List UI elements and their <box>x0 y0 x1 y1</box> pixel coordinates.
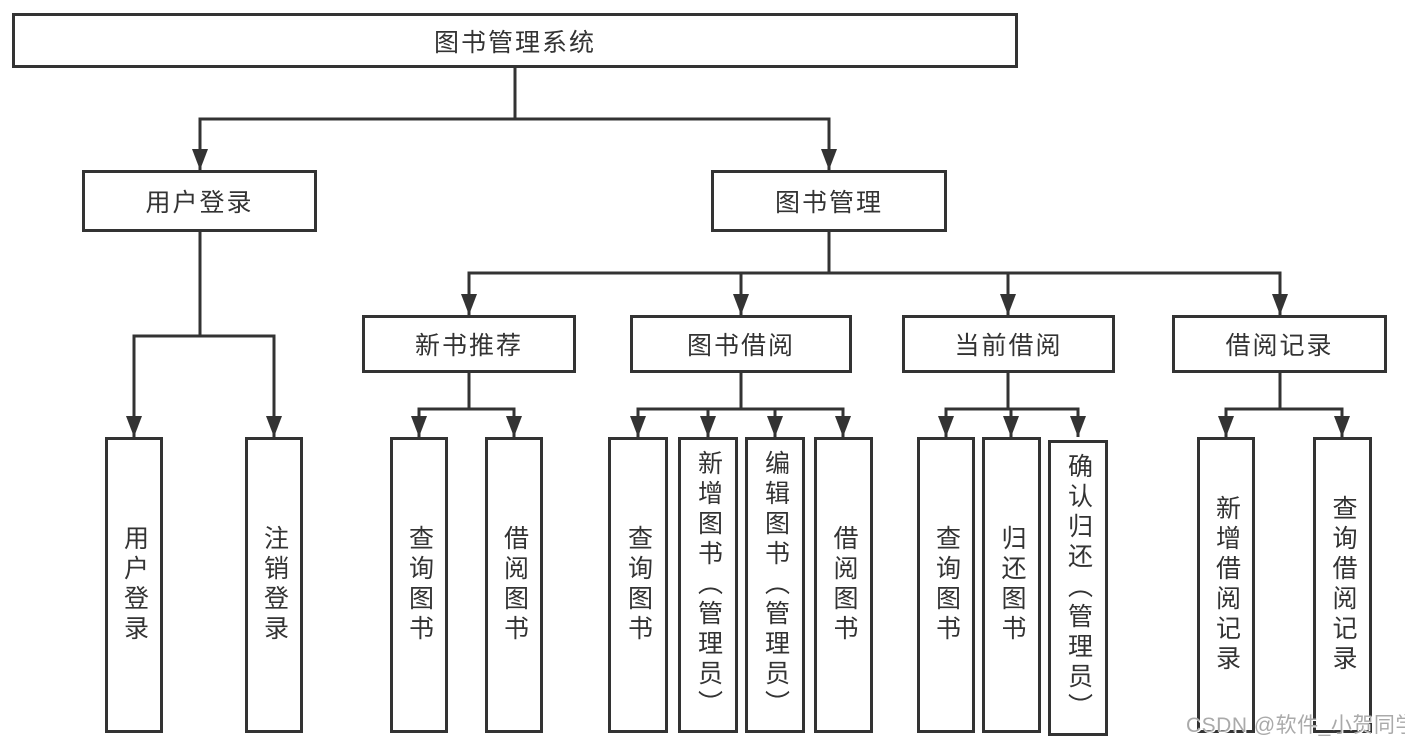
node-label: 查询借阅记录 <box>1329 495 1357 675</box>
node-label: 图书借阅 <box>686 332 795 360</box>
node-label: 图书管理系统 <box>433 28 596 57</box>
arrow-down-icon <box>700 416 716 437</box>
node-label: 图书管理 <box>774 189 883 217</box>
arrow-down-icon <box>733 294 749 315</box>
node-user-login-leaf: 用户登录 <box>105 437 163 733</box>
arrow-down-icon <box>126 416 142 437</box>
node-label: 查询图书 <box>624 525 653 645</box>
arrow-down-icon <box>411 416 427 437</box>
node-confirm-return-admin: 确认归还（管理员） <box>1048 440 1108 736</box>
node-label: 新书推荐 <box>414 332 523 360</box>
node-add-book-admin: 新增图书（管理员） <box>678 437 738 733</box>
arrow-down-icon <box>1070 416 1086 437</box>
node-query-books-recommend: 查询图书 <box>390 437 448 733</box>
node-label: 新增借阅记录 <box>1212 495 1241 675</box>
node-label: 查询图书 <box>932 525 961 645</box>
node-query-books-current: 查询图书 <box>917 437 975 733</box>
node-new-book-recommend: 新书推荐 <box>362 315 576 373</box>
node-label: 新增图书（管理员） <box>694 450 723 720</box>
arrow-down-icon <box>1218 416 1234 437</box>
node-library-system: 图书管理系统 <box>12 13 1018 68</box>
arrow-down-icon <box>1272 294 1288 315</box>
arrow-down-icon <box>266 416 282 437</box>
node-add-borrow-record: 新增借阅记录 <box>1197 437 1255 733</box>
node-label: 编辑图书（管理员） <box>761 450 790 720</box>
node-user-login: 用户登录 <box>82 170 317 232</box>
node-query-books-borrowing: 查询图书 <box>608 437 668 733</box>
node-borrow-books-recommend: 借阅图书 <box>485 437 543 733</box>
node-label: 用户登录 <box>145 189 254 217</box>
node-label: 查询图书 <box>405 525 434 645</box>
arrowheads <box>126 149 1350 437</box>
node-label: 借阅记录 <box>1225 332 1334 360</box>
node-label: 确认归还（管理员） <box>1064 453 1093 723</box>
arrow-down-icon <box>821 149 837 170</box>
node-label: 注销登录 <box>260 525 289 645</box>
node-logout: 注销登录 <box>245 437 303 733</box>
node-query-borrow-record: 查询借阅记录 <box>1313 437 1372 733</box>
node-book-management: 图书管理 <box>711 170 947 232</box>
arrow-down-icon <box>1334 416 1350 437</box>
arrow-down-icon <box>506 416 522 437</box>
arrow-down-icon <box>1000 294 1016 315</box>
node-current-borrowing: 当前借阅 <box>902 315 1115 373</box>
arrow-down-icon <box>192 149 208 170</box>
node-borrowing-records: 借阅记录 <box>1172 315 1387 373</box>
arrow-down-icon <box>835 416 851 437</box>
arrow-down-icon <box>767 416 783 437</box>
arrow-down-icon <box>630 416 646 437</box>
node-return-books: 归还图书 <box>982 437 1041 733</box>
arrow-down-icon <box>938 416 954 437</box>
csdn-watermark: CSDN @软件_小贺同学 <box>1186 714 1405 737</box>
node-label: 借阅图书 <box>500 525 529 645</box>
node-edit-book-admin: 编辑图书（管理员） <box>745 437 805 733</box>
arrow-down-icon <box>461 294 477 315</box>
node-label: 用户登录 <box>120 525 149 645</box>
node-label: 归还图书 <box>998 525 1026 645</box>
node-label: 当前借阅 <box>954 332 1063 360</box>
node-label: 借阅图书 <box>830 525 858 645</box>
node-borrow-books-leaf: 借阅图书 <box>814 437 873 733</box>
node-book-borrowing: 图书借阅 <box>630 315 852 373</box>
arrow-down-icon <box>1003 416 1019 437</box>
